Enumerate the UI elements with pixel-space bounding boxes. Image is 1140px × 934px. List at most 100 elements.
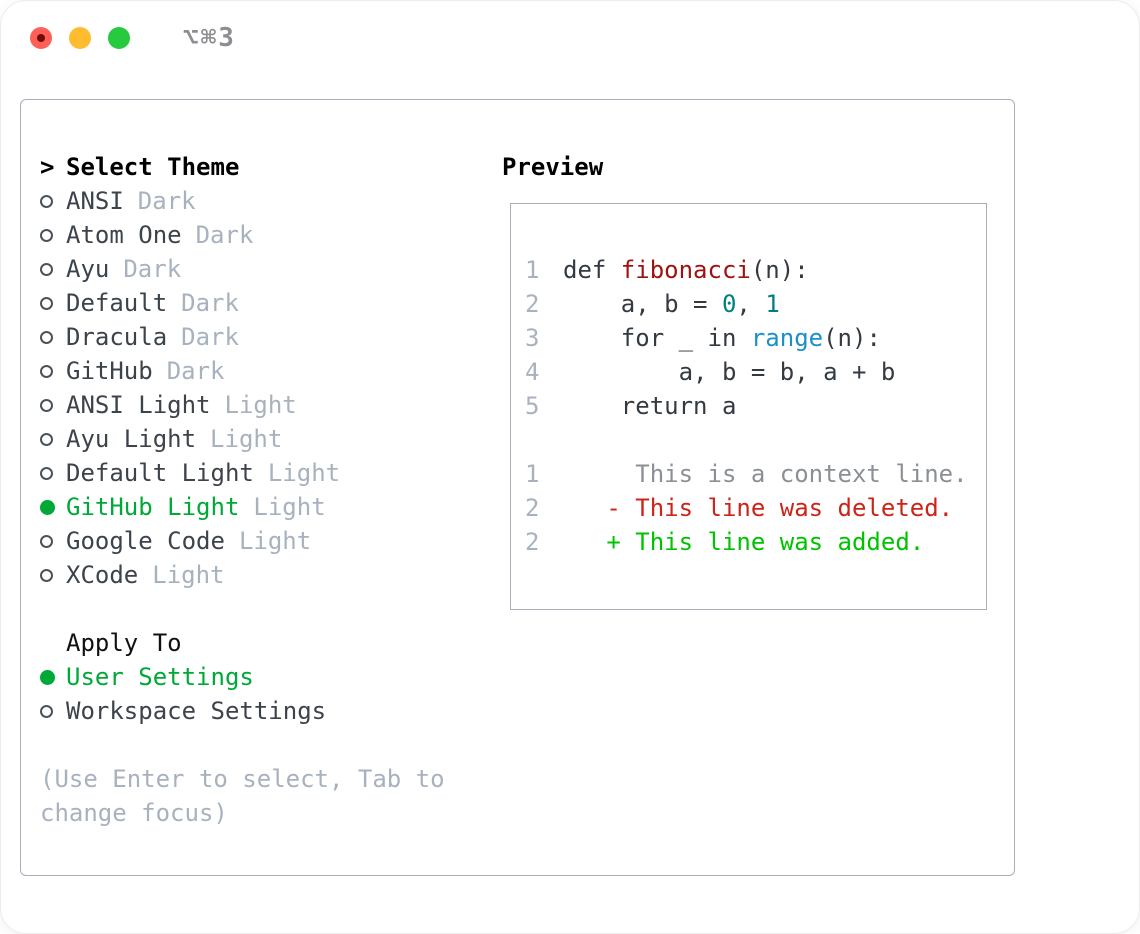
code-text: return a (563, 392, 737, 420)
option-variant: Light (224, 391, 297, 419)
option-variant: Light (267, 459, 341, 487)
option-variant: Light (253, 493, 326, 521)
option-label: Workspace Settings (66, 697, 327, 725)
radio-icon (40, 296, 53, 310)
line-number: 2 (525, 290, 540, 318)
option-variant: Dark (123, 255, 182, 283)
code-text: a, b = b, a + b (563, 358, 896, 386)
marker (40, 568, 66, 582)
theme-option-ayu[interactable]: Ayu Dark (40, 252, 480, 286)
option-label: GitHub (66, 357, 153, 385)
option-label: Default (66, 289, 168, 317)
select-theme-header: > Select Theme (40, 150, 480, 184)
option-label: ANSI Light (66, 391, 211, 419)
line-number: 2 (525, 494, 540, 522)
keyboard-hint: (Use Enter to select, Tab to change focu… (40, 765, 445, 827)
line-number: 1 (525, 256, 540, 284)
code-line: 4 a, b = b, a + b (525, 355, 986, 389)
code-line: 2 + This line was added. (525, 525, 986, 559)
option-label: Dracula (66, 323, 168, 351)
marker (40, 466, 66, 480)
theme-option-dracula[interactable]: Dracula Dark (40, 320, 480, 354)
line-number (525, 423, 563, 457)
window-title: ⌥⌘3 (183, 23, 236, 53)
radio-icon (40, 568, 53, 582)
code-line: 2 - This line was deleted. (525, 491, 986, 525)
code-line: 2 a, b = 0, 1 (525, 287, 986, 321)
radio-selected-icon (40, 669, 55, 685)
option-variant: Dark (137, 187, 196, 215)
marker (40, 534, 66, 548)
radio-selected-icon (40, 499, 55, 515)
option-variant: Dark (181, 323, 239, 351)
spacer (40, 592, 480, 626)
option-label: Google Code (66, 527, 225, 555)
option-label: ANSI (66, 187, 124, 215)
radio-icon (40, 194, 53, 208)
select-theme-title: Select Theme (66, 153, 240, 181)
code-line: 1 This is a context line. (525, 457, 986, 491)
radio-icon (40, 262, 53, 276)
radio-icon (40, 330, 53, 344)
marker (40, 364, 66, 378)
line-number: 5 (525, 392, 540, 420)
option-variant: Light (210, 425, 283, 453)
marker (40, 330, 66, 344)
option-variant: Dark (181, 289, 239, 317)
option-label: Ayu (66, 255, 110, 283)
radio-icon (40, 466, 53, 480)
marker (40, 499, 66, 515)
preview-title: Preview (502, 153, 604, 181)
zoom-button[interactable] (108, 27, 130, 49)
line-number: 4 (525, 358, 540, 386)
code-text: - This line was deleted. (563, 494, 954, 522)
spacer (40, 728, 480, 762)
theme-option-ansi-light[interactable]: ANSI Light Light (40, 388, 480, 422)
marker (40, 262, 66, 276)
theme-option-atom-one[interactable]: Atom One Dark (40, 218, 480, 252)
code-text: This is a context line. (563, 460, 968, 488)
theme-option-default[interactable]: Default Dark (40, 286, 480, 320)
theme-option-ayu-light[interactable]: Ayu Light Light (40, 422, 480, 456)
theme-option-ansi[interactable]: ANSI Dark (40, 184, 480, 218)
option-label: Ayu Light (66, 425, 197, 453)
option-variant: Light (238, 527, 312, 555)
option-variant: Light (152, 561, 225, 589)
apply-option-user-settings[interactable]: User Settings (40, 660, 480, 694)
apply-to-header: Apply To (40, 626, 480, 660)
apply-to-title: Apply To (66, 629, 182, 657)
line-number: 1 (525, 460, 540, 488)
code-line (525, 423, 986, 457)
theme-option-default-light[interactable]: Default Light Light (40, 456, 480, 490)
radio-icon (40, 432, 53, 446)
marker (40, 669, 66, 685)
code-text: def fibonacci(n): (563, 256, 809, 284)
theme-option-google-code[interactable]: Google Code Light (40, 524, 480, 558)
option-label: Atom One (66, 221, 182, 249)
radio-icon (40, 704, 53, 718)
option-label: Default Light (66, 459, 254, 487)
marker (40, 296, 66, 310)
close-button[interactable] (30, 27, 52, 49)
option-variant: Dark (195, 221, 254, 249)
titlebar: ⌥⌘3 (1, 1, 1139, 75)
radio-icon (40, 534, 53, 548)
code-text: + This line was added. (563, 528, 925, 556)
option-label: User Settings (66, 663, 254, 691)
prompt-caret-icon: > (40, 153, 55, 181)
apply-option-workspace-settings[interactable]: Workspace Settings (40, 694, 480, 728)
radio-icon (40, 398, 53, 412)
radio-icon (40, 228, 53, 242)
line-number: 2 (525, 528, 540, 556)
marker (40, 432, 66, 446)
minimize-button[interactable] (69, 27, 91, 49)
code-text: a, b = 0, 1 (563, 290, 780, 318)
